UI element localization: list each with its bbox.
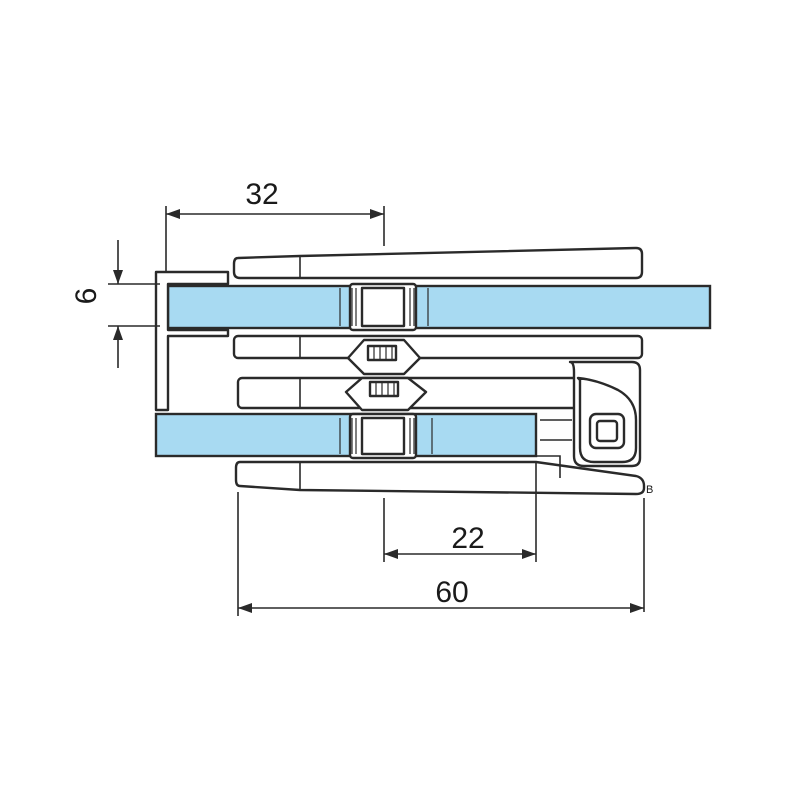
dimension-22-label: 22: [451, 522, 484, 555]
dimension-6: 6: [70, 240, 160, 368]
dimension-22: 22: [383, 462, 537, 562]
lower-screw: [339, 412, 433, 460]
upper-glass-panel: [166, 284, 712, 330]
left-l-bracket: [154, 270, 230, 412]
corner-mark: B: [646, 484, 653, 496]
upper-screw: [339, 282, 429, 332]
upper-top-plate: [232, 246, 644, 280]
dimension-60: 60: [237, 492, 645, 616]
dimension-32: 32: [165, 178, 385, 272]
lower-bottom-plate: [234, 419, 646, 496]
central-connector: [344, 338, 428, 412]
hinge-housing: [568, 360, 642, 468]
dimension-60-label: 60: [435, 576, 468, 609]
middle-upper-plate: [232, 334, 644, 360]
dimension-32-label: 32: [245, 178, 278, 211]
dimension-6-label: 6: [70, 288, 103, 305]
lower-glass-panel: [154, 412, 538, 458]
